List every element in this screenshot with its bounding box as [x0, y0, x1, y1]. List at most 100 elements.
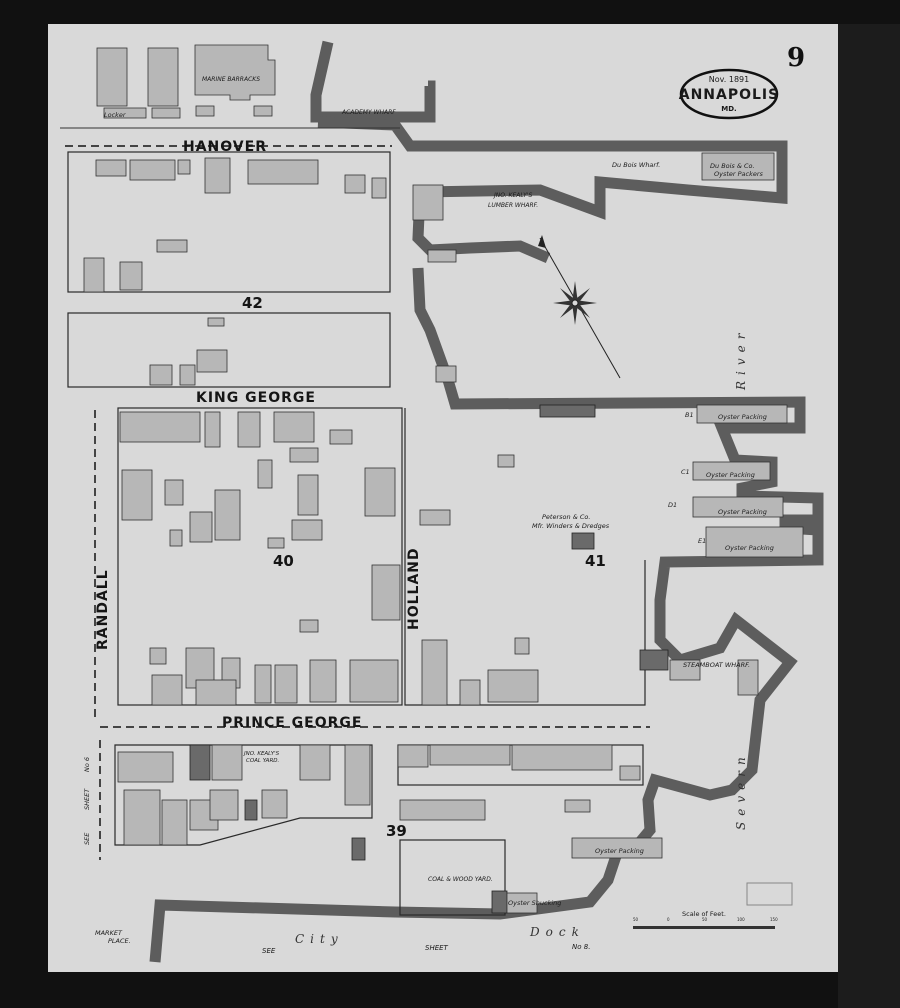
building-footprint [487, 669, 539, 703]
block-number-42: 42 [242, 294, 263, 312]
scale-bar: Scale of Feet. 50 0 50 100 150 [633, 910, 778, 929]
buildings [83, 47, 759, 861]
building-footprint [412, 184, 444, 221]
block-42-outline [67, 151, 391, 293]
building-footprint [244, 799, 258, 821]
label-no8: No 8. [572, 943, 590, 951]
building-footprint [179, 364, 196, 386]
label-dubois-co: Du Bois & Co. [710, 162, 755, 170]
building-footprint [149, 647, 167, 665]
building-footprint [351, 837, 366, 861]
building-footprint [571, 532, 595, 550]
label-sheet-bottom: SHEET [425, 944, 449, 952]
boiler-house [491, 890, 508, 914]
building-footprint [96, 47, 128, 107]
building-footprint [419, 509, 451, 526]
label-b1: B1 [685, 411, 694, 419]
building-footprint [344, 174, 366, 194]
scale-tick: 100 [737, 917, 745, 922]
building-footprint [156, 239, 188, 253]
label-d1: D1 [668, 501, 677, 509]
building-footprint [299, 619, 319, 633]
label-sheet-left: SHEET [83, 788, 91, 810]
street-randall: RANDALL [95, 569, 111, 650]
building-footprint [274, 664, 298, 704]
label-kealy-lumber-2: LUMBER WHARF. [488, 202, 538, 209]
building-footprint [195, 679, 237, 706]
street-holland: HOLLAND [406, 547, 422, 630]
label-oyster-packing-d1: Oyster Packing [718, 508, 767, 516]
building-footprint [169, 529, 183, 547]
label-academy-wharf: ACADEMY WHARF [341, 109, 396, 116]
building-footprint [117, 751, 174, 783]
building-footprint [147, 47, 179, 107]
building-footprint [177, 159, 191, 175]
cartouche-date: Nov. 1891 [709, 75, 749, 84]
building-footprint [257, 459, 273, 489]
building-footprint [254, 664, 272, 704]
label-city: City [295, 932, 344, 946]
right-margin [838, 24, 900, 1008]
building-footprint [207, 317, 225, 327]
library-stamp [746, 882, 793, 906]
building-footprint [459, 679, 481, 706]
building-footprint [299, 744, 331, 781]
building-footprint [119, 261, 143, 291]
label-market-1: MARKET [95, 929, 123, 937]
building-footprint [397, 744, 429, 768]
label-dock: Dock [529, 925, 585, 939]
label-kealy-lumber-1: JNO. KEALY'S [493, 192, 532, 199]
label-oyster-shucking: Oyster Shucking [508, 899, 561, 907]
scale-tick: 150 [770, 917, 778, 922]
label-e1: E1 [698, 537, 706, 545]
label-oyster-packing-e1: Oyster Packing [725, 544, 774, 552]
building-footprint [189, 744, 211, 781]
coal-wood-yard-outline [399, 839, 506, 916]
label-no6-left: No 6 [83, 757, 91, 772]
cartouche-state: MD. [721, 105, 736, 113]
building-footprint [83, 257, 105, 293]
oyster-packing-b1-building [696, 404, 788, 424]
building-footprint [121, 469, 153, 521]
label-marine-barracks: MARINE BARRACKS [202, 76, 260, 83]
label-oyster-packing-b1: Oyster Packing [718, 413, 767, 421]
label-dubois-wharf: Du Bois Wharf. [612, 161, 660, 169]
building-footprint [151, 107, 181, 119]
block-number-41: 41 [585, 552, 606, 570]
building-footprint [427, 249, 457, 263]
building-footprint [364, 467, 396, 517]
building-footprint [164, 479, 184, 506]
building-footprint [399, 799, 486, 821]
label-steamboat-wharf: STEAMBOAT WHARF. [683, 661, 750, 669]
oyster-packing-e1-building [705, 526, 804, 558]
oyster-packing-c1-building [692, 461, 771, 481]
block-42-lower-outline [67, 312, 391, 388]
building-footprint [214, 489, 241, 541]
oyster-shucking-building [506, 892, 538, 914]
scale-tick: 50 [702, 917, 708, 922]
label-kealy-coal-1: JNO. KEALY'S [243, 751, 280, 757]
building-footprint [204, 411, 221, 448]
label-coal-wood-yard: COAL & WOOD YARD. [428, 876, 493, 883]
building-footprint [161, 799, 188, 846]
building-footprint [129, 159, 176, 181]
street-hanover: HANOVER [183, 139, 267, 155]
oyster-packing-lower-building [571, 837, 663, 859]
building-footprint [539, 404, 596, 418]
building-footprint [421, 639, 448, 706]
marine-barracks-building [194, 44, 276, 101]
label-oyster-packing-lower: Oyster Packing [595, 847, 644, 855]
building-footprint [639, 649, 669, 671]
building-footprint [211, 744, 243, 781]
building-footprint [435, 365, 457, 383]
sheet-number: 9 [787, 43, 805, 73]
building-footprint [196, 349, 228, 373]
building-footprint [204, 157, 231, 194]
label-market-2: PLACE. [108, 937, 131, 945]
building-footprint [237, 411, 261, 448]
street-king-george: KING GEORGE [196, 390, 316, 406]
building-footprint [371, 177, 387, 199]
building-footprint [309, 659, 337, 703]
building-footprint [429, 744, 511, 766]
